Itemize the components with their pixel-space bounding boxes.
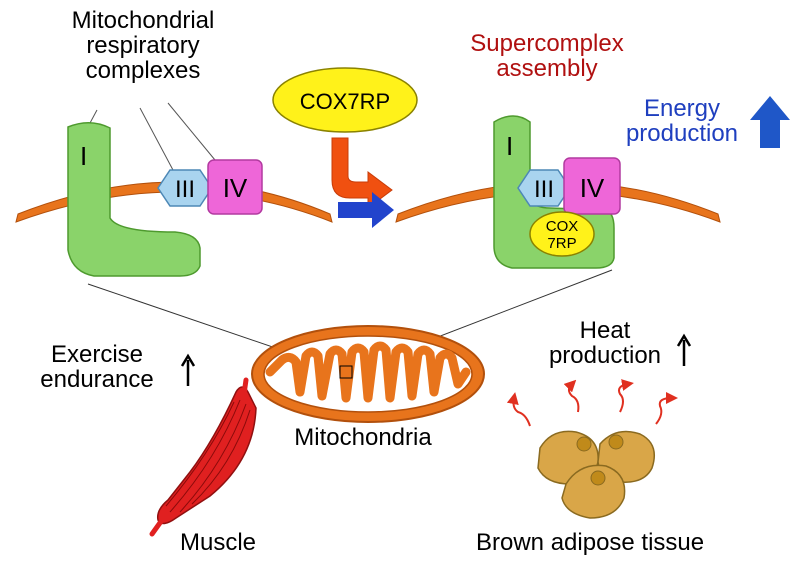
cox7rp-small-line1: COX [546,218,579,235]
exercise-line-2: endurance [40,366,154,394]
energy-production-label: Energy production [612,95,752,148]
muscle-icon [149,377,257,537]
pointer-lines [89,102,216,171]
cox7rp-small-line2: 7RP [547,235,576,252]
respiratory-complexes-line-1: Mitochondrial [71,7,215,34]
complex-i-right-label: I [506,131,513,161]
complex-iii-left-label: III [175,176,195,203]
complex-iii-left [157,169,213,207]
energy-line-2: production [625,120,739,148]
complex-iv-right-label: IV [580,173,605,203]
energy-line-1: Energy [643,95,721,122]
complex-iii-right-label: III [534,176,554,203]
red-bent-arrow [331,137,393,209]
complex-iv-left [207,159,263,215]
heat-line-1: Heat [579,317,631,344]
adipocyte-icon [537,430,655,519]
cox7rp-ellipse [272,67,418,133]
muscle-label: Muscle [180,529,257,556]
exercise-up-arrow-icon [180,353,196,386]
respiratory-complexes-line-3: complexes [85,57,201,85]
up-arrow-icon [750,96,790,148]
cox7rp-label: COX7RP [300,89,390,114]
supercomplex-line-1: Supercomplex [470,30,624,57]
heat-wave-arrow-icon [506,379,678,427]
complex-iv-left-label: IV [223,173,248,203]
complex-i-left [67,122,201,277]
complex-iv-right [563,157,621,215]
mitochondrion-icon [251,325,485,423]
heat-up-arrow-icon [676,333,692,366]
respiratory-complexes-label: Mitochondrial respiratory complexes [28,8,258,84]
cox7rp-small-ellipse [529,211,595,257]
complex-i-left-label: I [80,141,87,171]
supercomplex-assembly-label: Supercomplex assembly [452,30,642,83]
exercise-line-1: Exercise [50,341,144,368]
exercise-endurance-label: Exercise endurance [22,341,172,394]
respiratory-complexes-line-2: respiratory [86,32,200,60]
blue-arrow [338,192,394,228]
supercomplex-line-2: assembly [496,55,598,83]
brown-adipose-label: Brown adipose tissue [476,529,705,556]
mitochondria-label: Mitochondria [294,424,432,451]
heat-production-label: Heat production [540,317,670,370]
heat-line-2: production [548,342,662,370]
complex-iii-right [517,169,571,207]
